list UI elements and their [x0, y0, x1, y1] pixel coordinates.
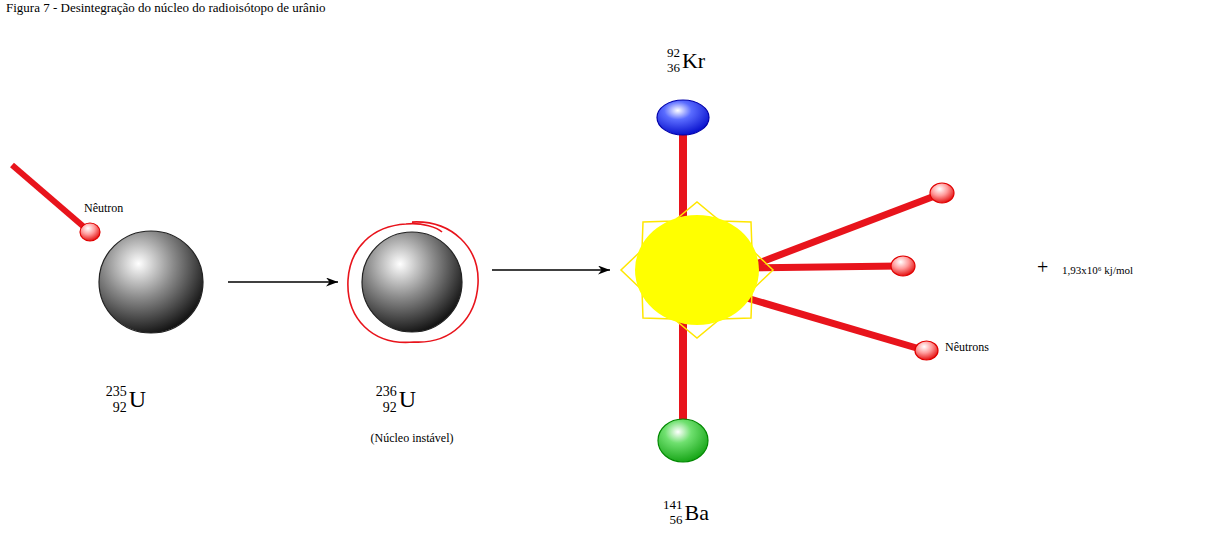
nuclide-symbol: 14156Ba [663, 498, 709, 528]
particle-label: Nêutron [84, 202, 123, 216]
nucleus-sphere [362, 232, 462, 332]
barium-nucleus: 14156Ba [657, 418, 709, 463]
mass-number: 141 [663, 498, 683, 513]
barium-nucleus-shape [657, 418, 709, 463]
nuclide-symbol: 23692U [376, 384, 416, 416]
mass-number: 236 [376, 384, 397, 400]
atomic-number: 92 [383, 400, 397, 416]
mass-number: 235 [106, 384, 127, 400]
krypton-nucleus-shape [656, 99, 710, 136]
element-symbol: Ba [685, 500, 709, 525]
figure-title: Figura 7 - Desintegração do núcleo do ra… [6, 1, 326, 16]
uranium-235-nucleus-shape [98, 230, 204, 334]
neutron [930, 183, 954, 203]
product-track [740, 296, 920, 349]
state-note: (Núcleo instável) [371, 432, 454, 446]
nuclide-numbers: 23692 [376, 384, 397, 416]
fission-burst [635, 215, 759, 325]
uranium-236-nucleus-shape [342, 218, 482, 348]
neutron-shape [914, 340, 939, 361]
element-symbol: U [399, 386, 416, 414]
krypton-nucleus: 9236Kr [656, 99, 710, 136]
product-track [740, 266, 900, 268]
element-symbol: U [129, 386, 146, 414]
instability-outline [348, 222, 478, 342]
neutron: Nêutrons [914, 340, 939, 361]
atomic-number: 36 [667, 61, 680, 76]
mass-number: 92 [667, 46, 680, 61]
fission-burst-spikes [621, 202, 773, 338]
reaction-arrow [228, 281, 338, 283]
uranium-235-nucleus: 23592U [98, 230, 204, 334]
particle-label: Nêutrons [945, 341, 989, 355]
atomic-number: 92 [113, 400, 127, 416]
nucleus-sphere [99, 231, 203, 333]
neutron: Nêutron [79, 222, 101, 242]
nucleus-sphere [657, 100, 709, 135]
plus-sign: + [1037, 256, 1048, 279]
atomic-number: 56 [670, 513, 683, 528]
reaction-arrow [492, 269, 610, 271]
neutron [891, 256, 915, 276]
nucleus-sphere [80, 223, 100, 241]
element-symbol: Kr [682, 48, 705, 73]
neutron-track [12, 165, 84, 227]
nuclide-symbol: 9236Kr [667, 46, 705, 76]
nuclide-numbers: 23592 [106, 384, 127, 416]
nuclide-numbers: 14156 [663, 498, 683, 528]
nuclide-numbers: 9236 [667, 46, 680, 76]
uranium-236-nucleus: 23692U(Núcleo instável) [342, 218, 482, 348]
nuclide-symbol: 23592U [106, 384, 146, 416]
energy-value: 1,93x10⁶ kj/mol [1062, 264, 1133, 277]
nucleus-sphere [658, 419, 708, 462]
neutron-shape [79, 222, 101, 242]
nucleus-sphere [915, 341, 938, 360]
